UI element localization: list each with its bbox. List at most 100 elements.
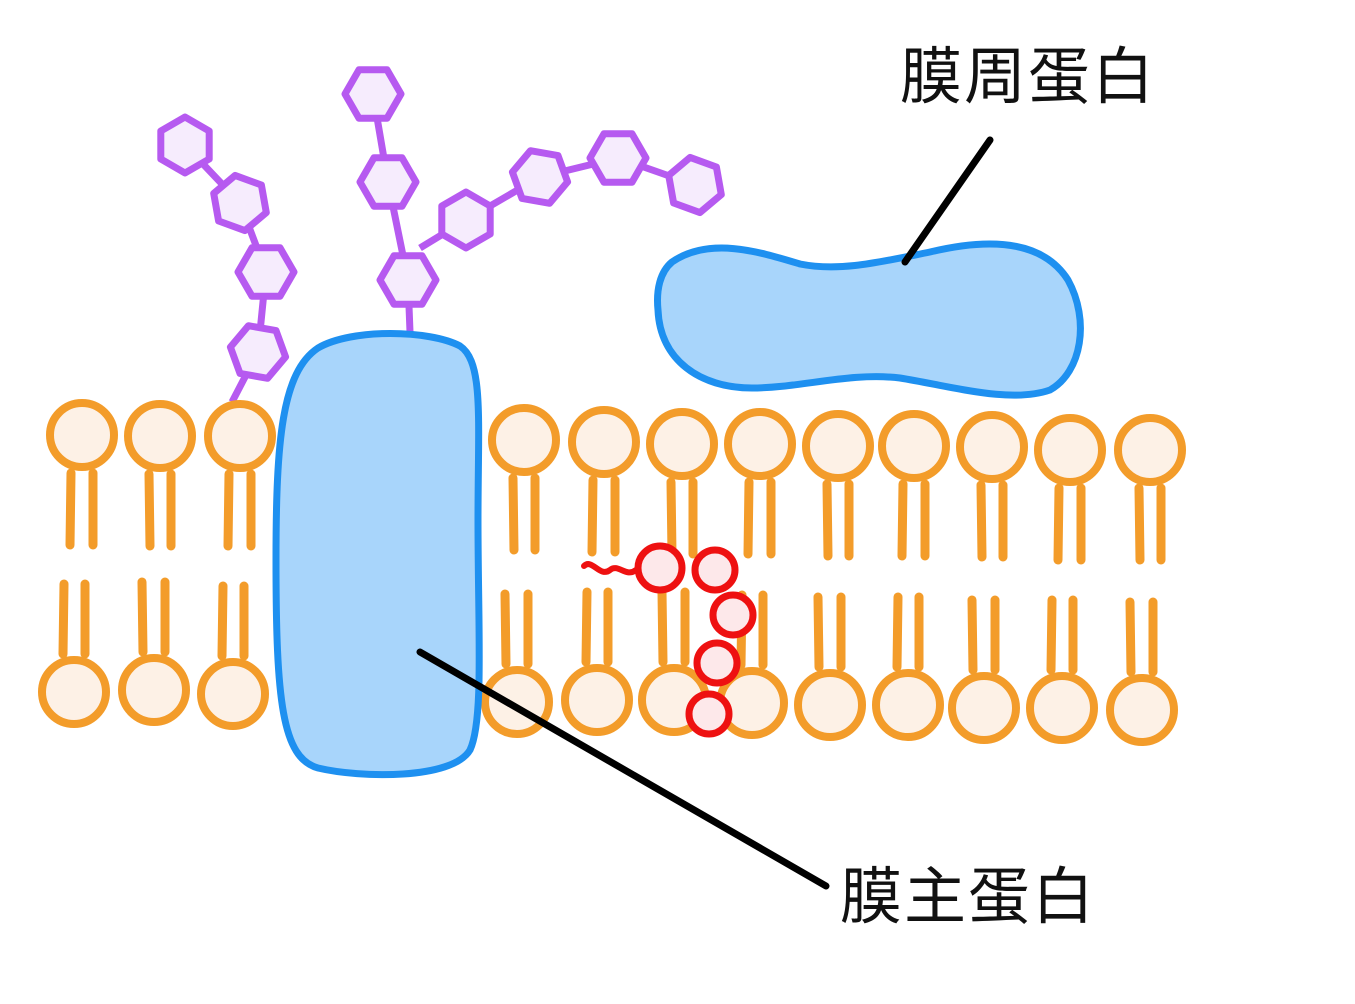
lipid-tail [822, 479, 833, 561]
hexagon-icon [376, 252, 440, 308]
glycan-chain [341, 66, 440, 333]
phospholipid-icon [488, 404, 560, 555]
hexagon-icon [341, 66, 405, 122]
lipid-tail [666, 477, 677, 559]
hexagon-icon [665, 153, 725, 217]
lipid-head [724, 408, 796, 480]
lipid-head [872, 669, 944, 741]
integral-protein-label: 膜主蛋白 [840, 860, 1097, 933]
ring-icon [634, 542, 686, 594]
peripheral-protein-label: 膜周蛋白 [900, 40, 1157, 113]
hexagon-icon [586, 130, 650, 186]
lipid-tail [217, 581, 228, 661]
phospholipid-icon [118, 577, 190, 726]
lipid-head [118, 654, 190, 726]
phospholipid-icon [38, 579, 110, 728]
lipid-head [802, 410, 874, 482]
cholesterol-molecule [581, 542, 757, 738]
lipid-head [38, 656, 110, 728]
lipid-head [561, 664, 633, 736]
cholesterol-tail [581, 561, 639, 576]
lipid-tail [58, 579, 69, 659]
hexagon-icon [157, 113, 213, 177]
lipid-tail [223, 469, 234, 551]
lipid-tail [1046, 595, 1057, 675]
integral-leader-line [416, 648, 830, 890]
lipid-tail [581, 587, 592, 667]
glycan-chain [157, 113, 298, 404]
lipid-head [956, 411, 1028, 483]
lipid-head [124, 400, 196, 472]
lipid-tail [976, 480, 987, 562]
upper-lipid-leaflet [46, 399, 1186, 565]
ring-icon [691, 546, 739, 594]
phospholipid-icon [568, 406, 640, 557]
glycan-chains [157, 66, 725, 404]
peripheral-protein [654, 240, 1084, 399]
lipid-head [204, 400, 276, 472]
lipid-head [794, 669, 866, 741]
phospholipid-icon [124, 400, 196, 551]
lipid-tail [65, 468, 76, 550]
lipid-tail [657, 587, 668, 667]
lipid-head [46, 399, 118, 471]
lipid-head [488, 404, 560, 476]
phospholipid-icon [956, 411, 1028, 562]
lipid-tail [500, 589, 511, 669]
peripheral-leader-line [901, 136, 994, 266]
phospholipid-icon [724, 408, 796, 559]
phospholipid-icon [1106, 597, 1178, 746]
lipid-head [1026, 672, 1098, 744]
lipid-head [197, 658, 269, 730]
hexagon-icon [356, 154, 420, 210]
lipid-head [568, 406, 640, 478]
lipid-tail [897, 479, 908, 561]
lipid-head [878, 410, 950, 482]
lipid-tail [1125, 597, 1136, 677]
lipid-tail [144, 469, 155, 551]
proteins [272, 240, 1084, 779]
hexagon-icon [210, 171, 270, 235]
glycan-chain [418, 130, 725, 252]
ring-icon [709, 591, 757, 639]
lipid-head [646, 408, 718, 480]
lipid-tail [137, 577, 148, 657]
lower-lipid-leaflet [38, 577, 1178, 746]
phospholipid-icon [46, 399, 118, 550]
lipid-head [1114, 414, 1186, 486]
phospholipid-icon [197, 581, 269, 730]
lipid-head [1106, 674, 1178, 746]
lipid-tail [892, 592, 903, 672]
lipid-tail [1053, 483, 1064, 565]
phospholipid-icon [794, 592, 866, 741]
hexagon-icon [226, 322, 290, 382]
phospholipid-icon [948, 595, 1020, 744]
phospholipid-icon [878, 410, 950, 561]
phospholipid-icon [1034, 414, 1106, 565]
phospholipid-icon [204, 400, 276, 551]
hexagon-icon [438, 188, 494, 252]
phospholipid-icon [561, 587, 633, 736]
lipid-tail [508, 473, 519, 555]
ring-icon [693, 639, 741, 687]
hexagon-icon [234, 244, 298, 300]
lipid-tail [813, 592, 824, 672]
ring-icon [685, 690, 733, 738]
lipid-tail [587, 475, 598, 557]
phospholipid-icon [1026, 595, 1098, 744]
lipid-tail [967, 595, 978, 675]
lipid-head [948, 672, 1020, 744]
phospholipid-icon [872, 592, 944, 741]
phospholipid-icon [802, 410, 874, 561]
lipid-tail [743, 477, 754, 559]
phospholipid-icon [481, 589, 553, 738]
hexagon-icon [508, 147, 572, 207]
leader-lines [416, 136, 994, 890]
integral-protein [272, 330, 483, 779]
lipid-head [1034, 414, 1106, 486]
phospholipid-icon [646, 408, 718, 559]
lipid-tail [1134, 483, 1145, 565]
phospholipid-icon [1114, 414, 1186, 565]
